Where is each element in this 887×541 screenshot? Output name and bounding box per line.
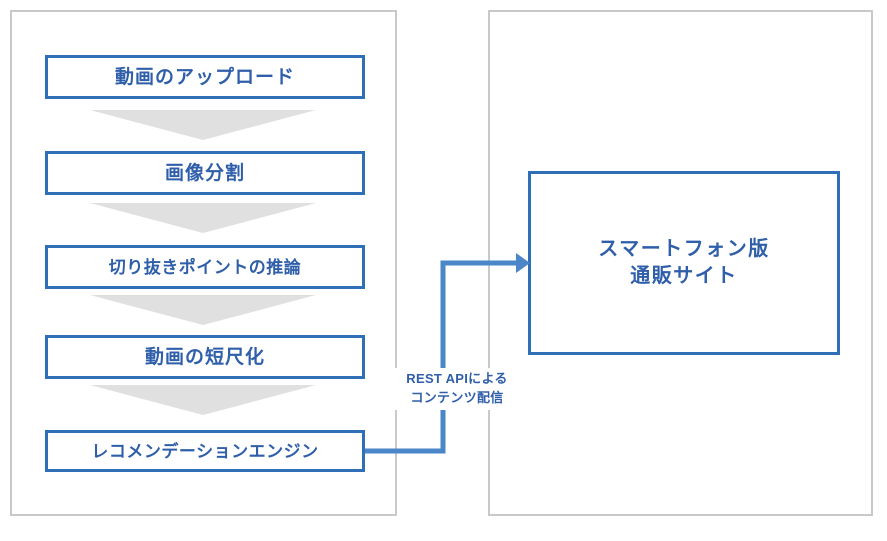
service-box-label-line2: 通販サイト (630, 265, 738, 287)
step-label: 切り抜きポイントの推論 (108, 257, 302, 277)
step-label: レコメンデーションエンジン (91, 441, 319, 461)
connector-caption-line2: コンテンツ配信 (410, 389, 504, 405)
step-label: 動画のアップロード (114, 66, 295, 88)
service-box-label-line1: スマートフォン版 (598, 238, 770, 260)
step-label: 画像分割 (164, 162, 245, 184)
connector-caption: REST APIによる コンテンツ配信 (382, 368, 532, 410)
pipeline-step-image-split[interactable]: 画像分割 (45, 151, 365, 195)
pipeline-step-video-upload[interactable]: 動画のアップロード (45, 55, 365, 99)
step-label: 動画の短尺化 (144, 346, 265, 368)
service-box-smartphone-ec-site[interactable]: スマートフォン版 通販サイト (528, 171, 840, 355)
connector-caption-line1: REST APIによる (406, 371, 508, 386)
pipeline-step-recommendation-engine[interactable]: レコメンデーションエンジン (45, 430, 365, 472)
pipeline-step-video-shortening[interactable]: 動画の短尺化 (45, 335, 365, 379)
pipeline-step-clip-point-inference[interactable]: 切り抜きポイントの推論 (45, 245, 365, 289)
